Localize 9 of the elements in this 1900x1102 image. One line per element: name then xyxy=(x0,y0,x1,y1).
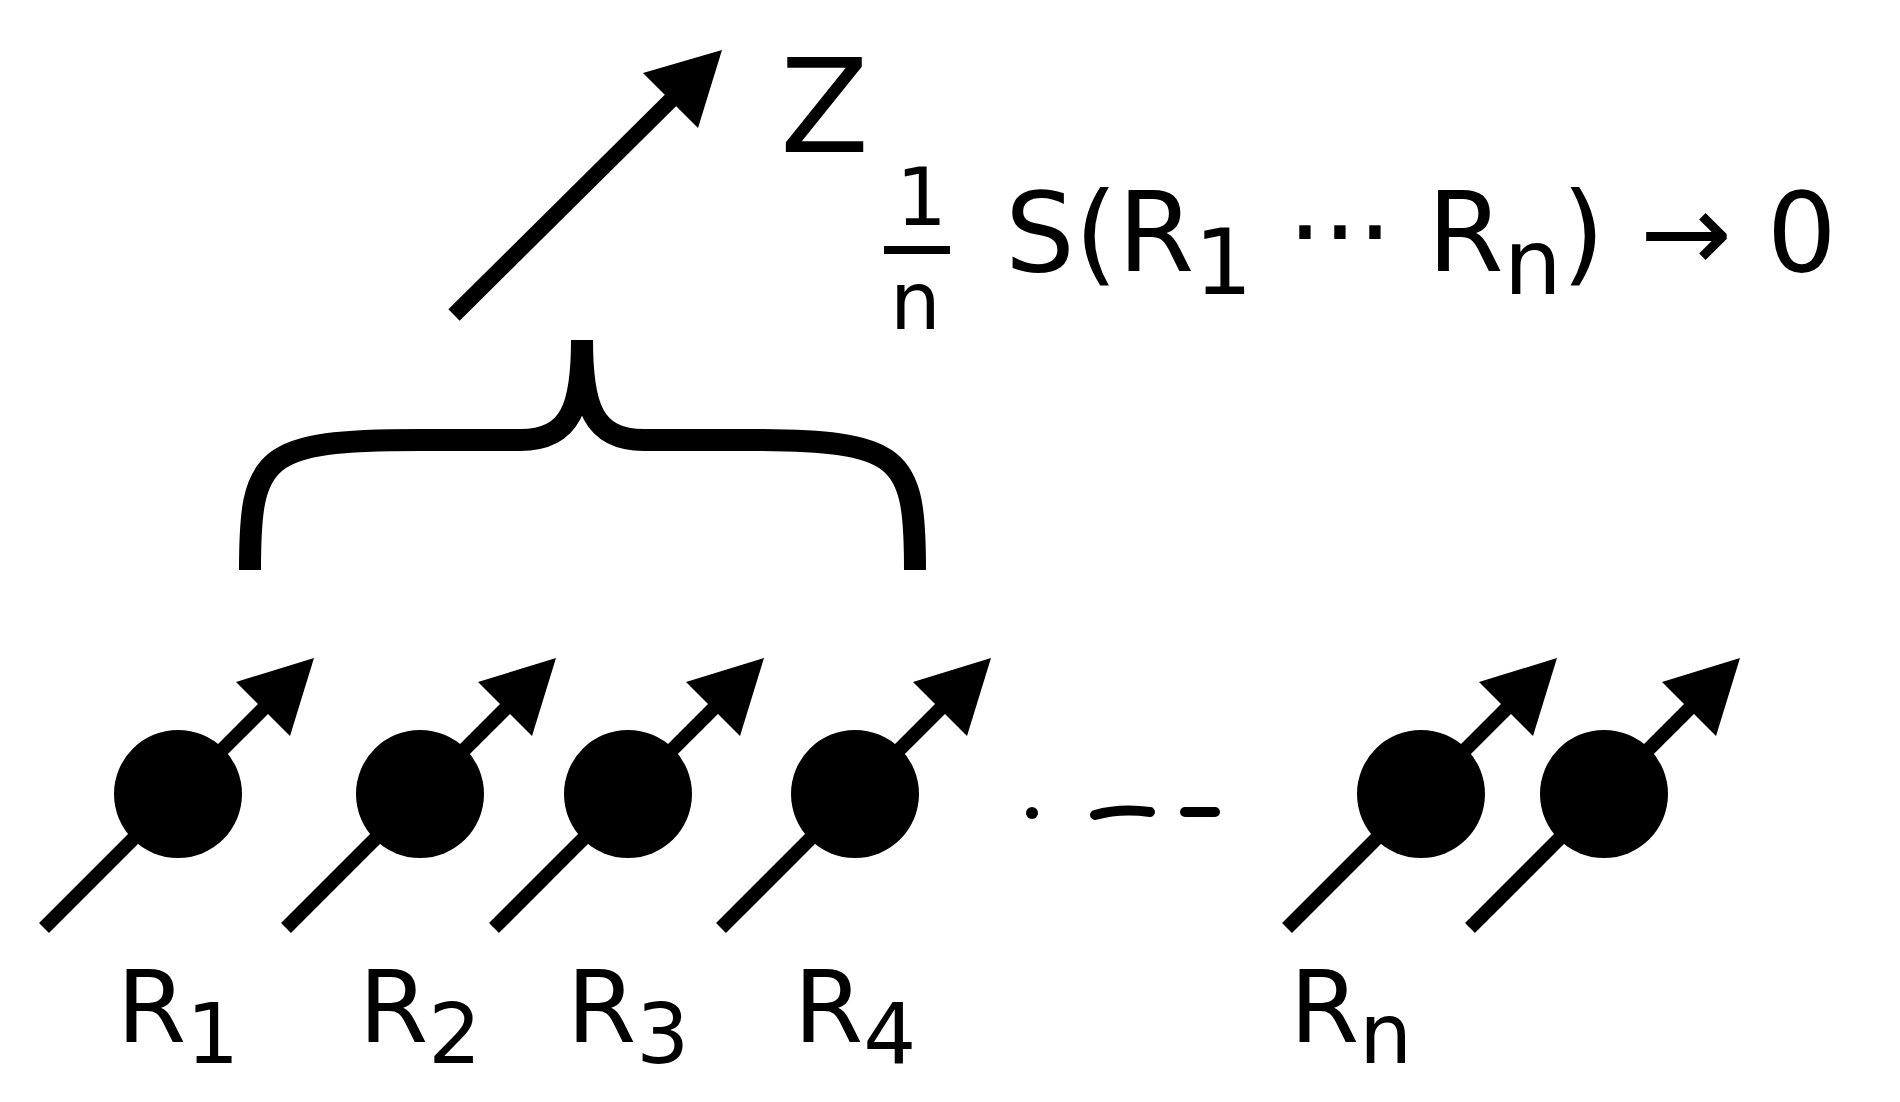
spin-label: R$_{1}$ xyxy=(116,958,240,1077)
formula-text: S(R$_{1}$ ··· R$_{n}$) → 0 xyxy=(1005,178,1837,309)
spin-label: R$_{2}$ xyxy=(358,958,482,1077)
fraction-denominator: n xyxy=(890,262,941,342)
spin-label: R$_{3}$ xyxy=(566,958,690,1077)
spin-label: R$_{n}$ xyxy=(1289,958,1413,1077)
axis-label: Z xyxy=(780,42,870,172)
fraction-numerator: 1 xyxy=(896,158,947,238)
spin-label: R$_{4}$ xyxy=(793,958,917,1077)
